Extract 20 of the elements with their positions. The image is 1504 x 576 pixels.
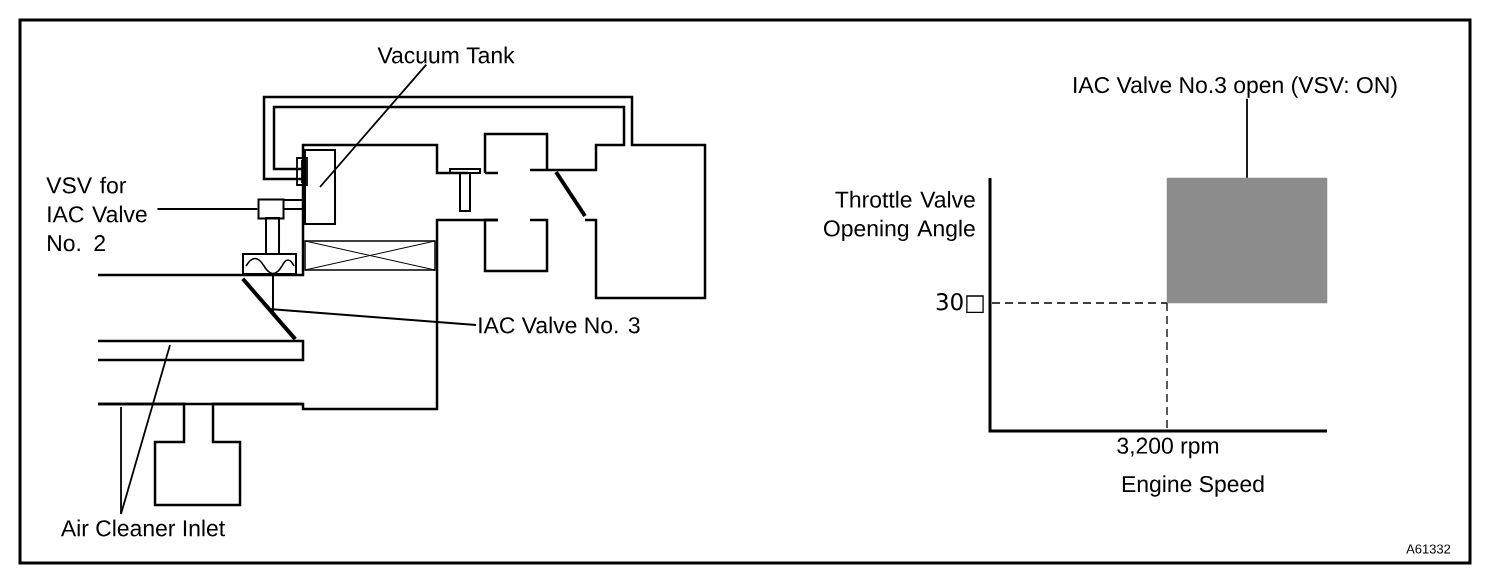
axis-title: Engine Speed: [1122, 475, 1264, 497]
axis-title: Throttle Valve Opening Angle: [824, 190, 975, 242]
valve-plate: [241, 277, 297, 341]
tick-label: 3,200 rpm: [1117, 437, 1219, 459]
leader-line: [120, 406, 122, 515]
vsv-box: [257, 198, 285, 220]
leader-line: [1246, 97, 1248, 179]
shaded-region: [1166, 177, 1328, 304]
part-label: Vacuum Tank: [377, 46, 515, 64]
figure-code: A61332: [1406, 544, 1451, 554]
tick-label: 30□: [936, 293, 984, 313]
vacuum-tank: [304, 149, 336, 225]
leader-line: [268, 308, 477, 326]
part-label: VSV for IAC Valve No. 2: [46, 176, 147, 252]
leader-line: [319, 63, 428, 188]
part-label: IAC Valve No. 3: [479, 316, 640, 334]
part-label: Air Cleaner Inlet: [60, 519, 225, 537]
leader-line: [120, 344, 171, 515]
region-label: IAC Valve No.3 open (VSV: ON): [1074, 76, 1397, 98]
leader-line: [156, 208, 259, 210]
